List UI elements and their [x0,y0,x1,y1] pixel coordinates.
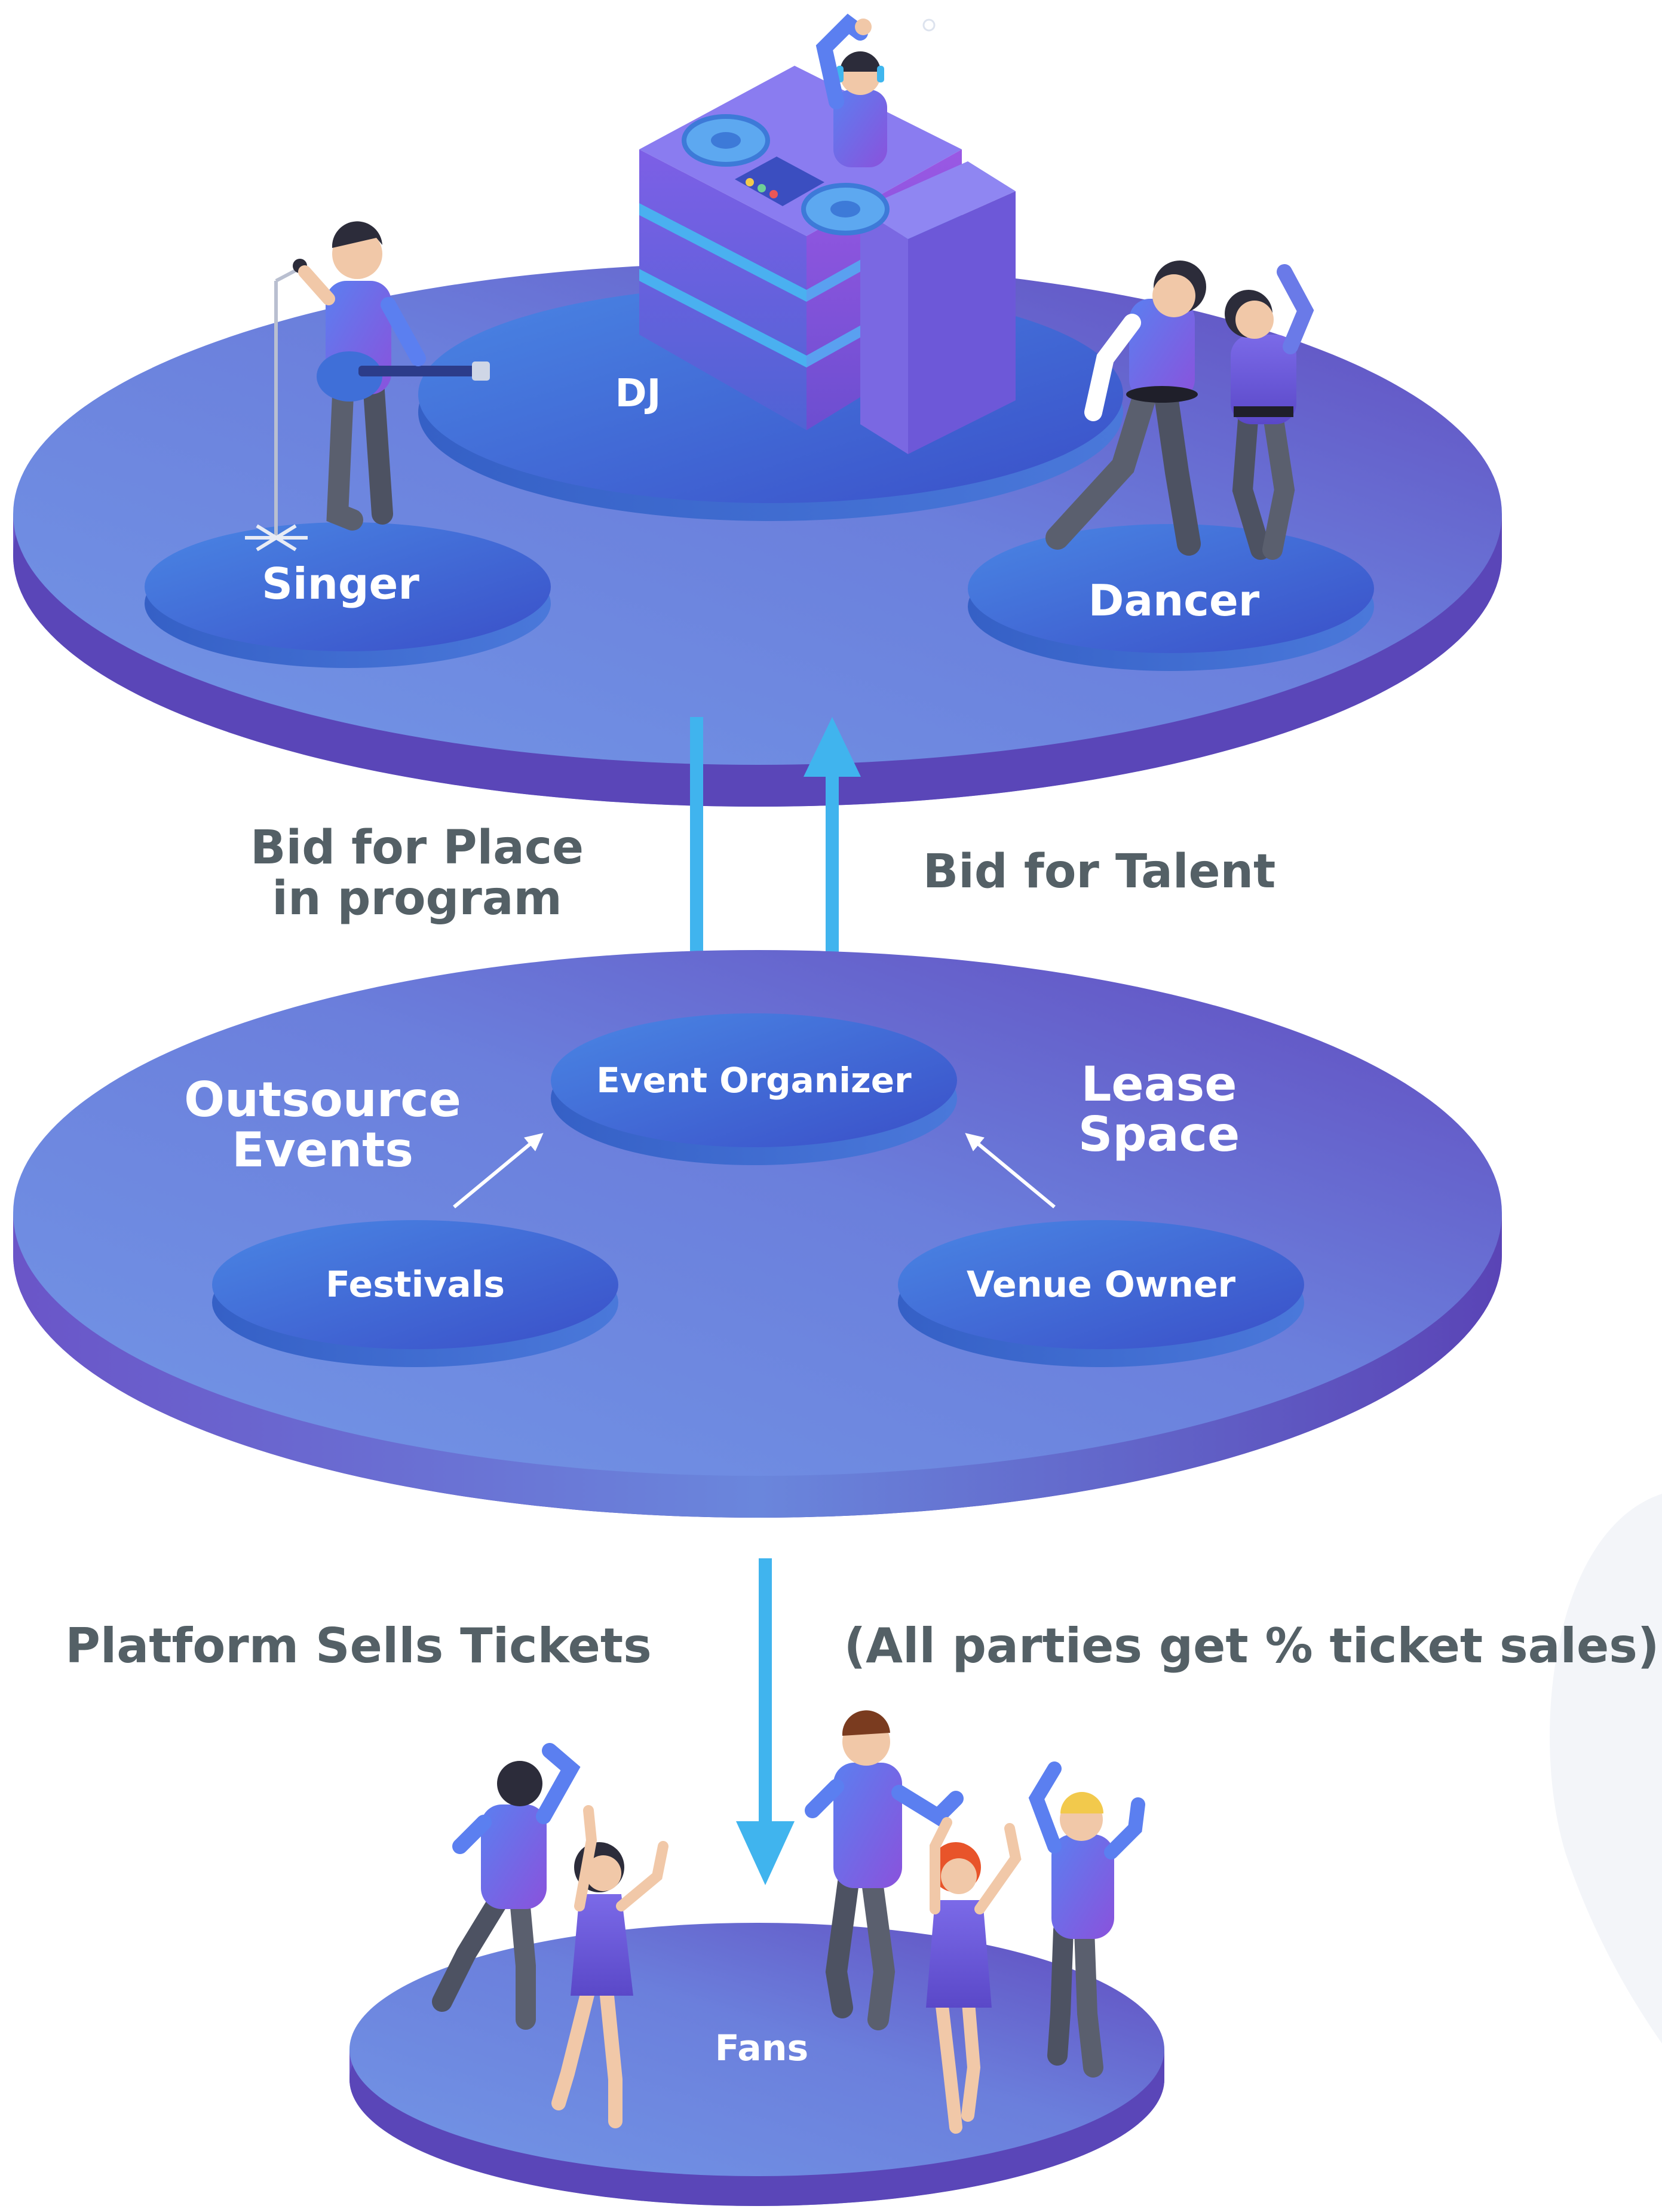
all-parties-label: (All parties get % ticket sales) [844,1618,1660,1674]
platform-sells-tickets-label: Platform Sells Tickets [65,1618,651,1674]
dj-label: DJ [615,372,661,416]
outsource-events-label-line1: Outsource [184,1072,461,1128]
dancer-stage-disc [968,524,1374,671]
event-organizer-label: Event Organizer [596,1060,912,1101]
lease-space-label-line2: Space [1078,1107,1240,1162]
dj-booth-illustration [639,13,1016,454]
arrow-festivals-to-organizer [453,1133,544,1209]
event-organizer-disc [551,1013,957,1165]
venue-owner-disc [898,1220,1304,1367]
singer-stage-disc [145,522,551,668]
arrow-venue-to-organizer [965,1133,1056,1209]
fans-label: Fans [715,2027,808,2069]
festivals-disc [212,1220,618,1367]
bid-for-place-label-line1: Bid for Place [250,821,584,875]
venue-owner-label: Venue Owner [967,1264,1236,1306]
arrow-platform-to-fans [736,1558,795,1885]
dancer-label: Dancer [1088,575,1260,626]
fans-illustration [432,1710,1145,2134]
lease-space-label-line1: Lease [1081,1056,1237,1112]
festivals-label: Festivals [326,1264,505,1306]
singer-illustration [245,221,490,552]
bid-for-talent-label: Bid for Talent [923,845,1276,899]
dancers-illustration [1045,261,1314,560]
bid-for-place-label-line2: in program [272,872,562,926]
outsource-events-label-line2: Events [232,1122,413,1178]
background-shape [1550,1494,1662,2044]
singer-label: Singer [262,559,419,609]
